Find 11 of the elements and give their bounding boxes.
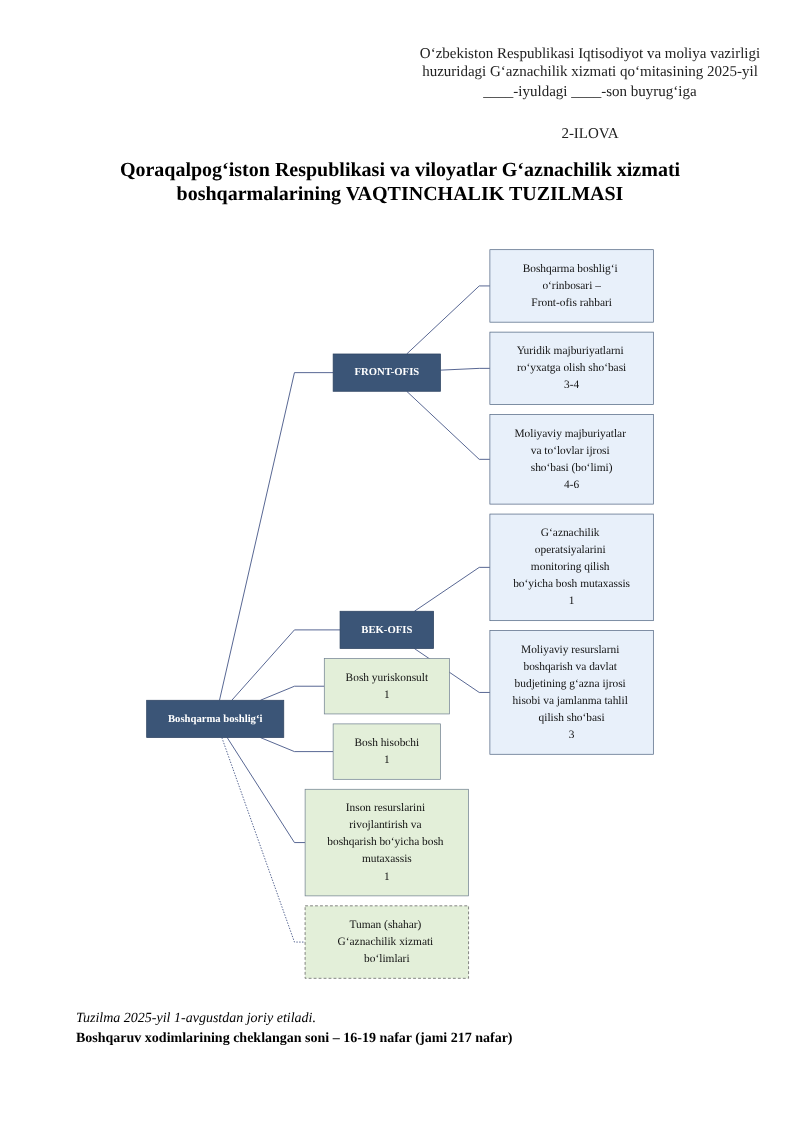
connector (226, 737, 306, 844)
connector (406, 285, 491, 355)
diagram-title: Qoraqalpog‘iston Respublikasi va viloyatlar G‘aznachilik xizmati boshqarmalarining VAQTINCHALIK TUZILMASI (117, 160, 683, 208)
connector (259, 737, 334, 753)
connector (259, 685, 325, 701)
connector (413, 566, 491, 612)
connector (221, 737, 306, 943)
connector (231, 629, 341, 701)
connector (406, 390, 491, 460)
connector (219, 372, 334, 701)
connector (440, 367, 491, 371)
